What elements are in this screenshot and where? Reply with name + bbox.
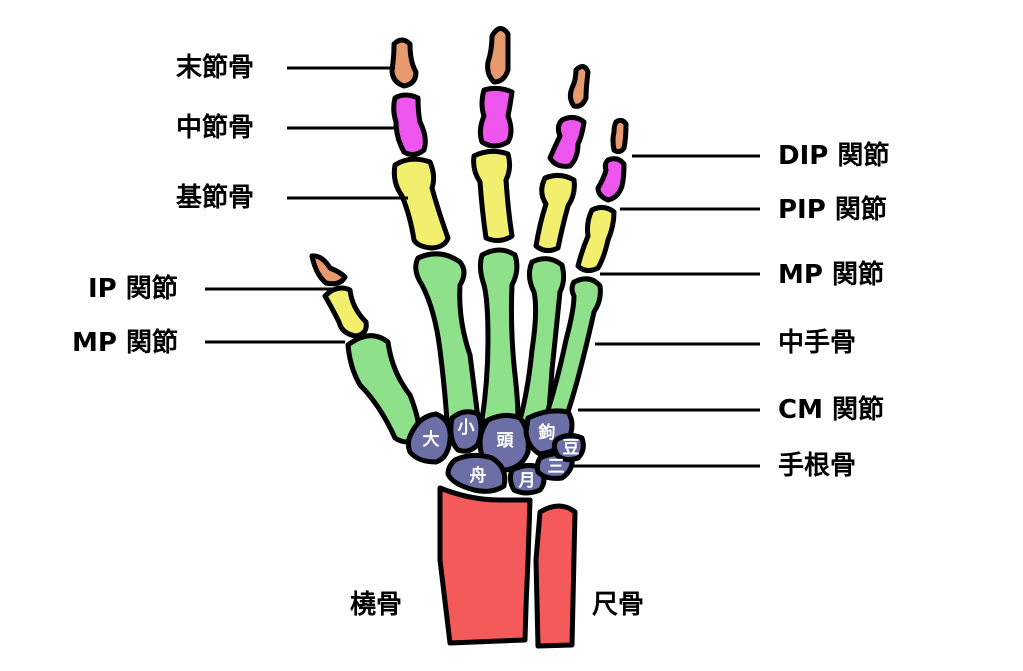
- index-middle-phalanx: [391, 92, 428, 158]
- carpal-label-trapezium: 大: [423, 429, 440, 450]
- pisiform-bone: [551, 432, 586, 463]
- middle-metacarpal: [477, 247, 521, 427]
- ring-middle-phalanx: [547, 114, 587, 169]
- ulna-bone: [533, 503, 578, 649]
- label-thumb-mp-joint: MP 関節: [72, 328, 178, 358]
- thumb-proximal-phalanx: [322, 285, 369, 339]
- index-distal-phalanx: [389, 37, 419, 89]
- carpal-label-triquetrum: 三: [548, 457, 565, 477]
- little-middle-phalanx: [595, 156, 627, 203]
- carpal-label-capitate: 頭: [497, 431, 515, 451]
- label-pip-joint: PIP 関節: [778, 195, 887, 225]
- carpal-label-pisiform: 豆: [563, 438, 580, 458]
- label-ulna: 尺骨: [592, 590, 645, 620]
- carpal-label-hamate: 鉤: [538, 422, 556, 443]
- radius-bone: [437, 485, 533, 646]
- middle-distal-phalanx: [485, 26, 511, 85]
- middle-proximal-phalanx: [471, 148, 515, 244]
- thumb-metacarpal: [345, 333, 423, 445]
- ring-proximal-phalanx: [533, 172, 577, 254]
- label-mp-joint: MP 関節: [778, 260, 884, 290]
- trapezoid-bone: [448, 409, 484, 454]
- label-proximal-phalanx: 基節骨: [176, 183, 255, 213]
- carpal-label-scaphoid: 舟: [470, 465, 487, 486]
- little-distal-phalanx: [610, 117, 629, 155]
- label-cm-joint: CM 関節: [778, 395, 885, 425]
- scaphoid-bone: [445, 452, 508, 494]
- ring-distal-phalanx: [567, 64, 591, 109]
- carpal-label-trapezoid: 小: [458, 418, 475, 438]
- label-carpal-bones: 手根骨: [778, 451, 857, 481]
- middle-middle-phalanx: [477, 85, 515, 149]
- label-radius: 橈骨: [350, 590, 403, 620]
- label-ip-joint: IP 関節: [88, 274, 178, 304]
- label-middle-phalanx: 中節骨: [176, 113, 255, 143]
- carpal-label-lunate: 月: [518, 471, 536, 491]
- index-metacarpal: [413, 251, 481, 426]
- label-metacarpal: 中手骨: [778, 328, 857, 358]
- label-dip-joint: DIP 関節: [778, 141, 890, 171]
- index-proximal-phalanx: [391, 156, 451, 251]
- trapezium-bone: [405, 411, 453, 465]
- thumb-distal-phalanx: [309, 253, 348, 287]
- label-distal-phalanx: 末節骨: [176, 53, 255, 83]
- little-proximal-phalanx: [575, 204, 617, 274]
